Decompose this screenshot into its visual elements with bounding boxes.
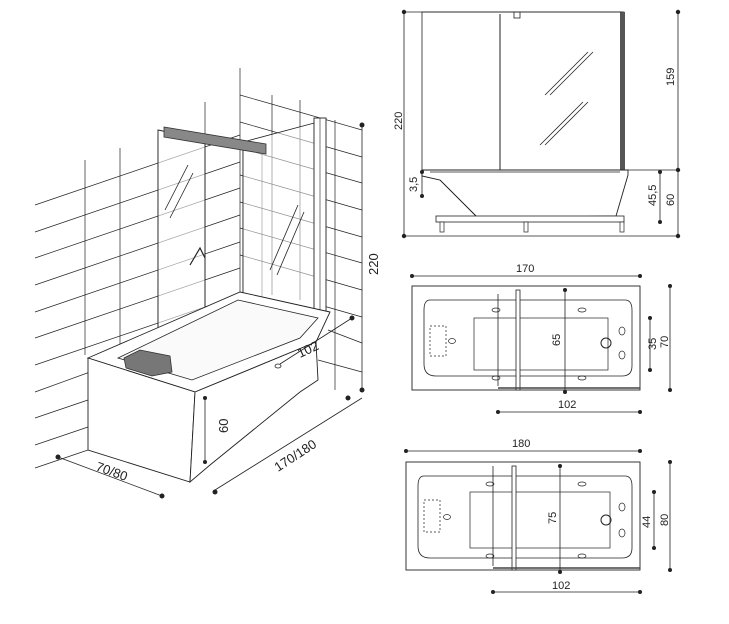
top-view-170: 170 65 35 70 102 xyxy=(410,263,672,414)
bathtub xyxy=(86,291,331,484)
top170-inner-width: 35 xyxy=(647,338,659,350)
perspective-width-label: 70/80 xyxy=(94,459,130,484)
side-tub-height: 60 xyxy=(665,194,677,206)
side-glass-height: 159 xyxy=(665,68,677,86)
top180-outer-width: 80 xyxy=(659,514,671,526)
shower-screen xyxy=(157,117,327,361)
top170-panel: 102 xyxy=(558,399,576,411)
side-height-total: 220 xyxy=(393,112,405,130)
side-rim-label: 3,5 xyxy=(408,177,420,192)
top170-inner-depth: 65 xyxy=(551,334,563,346)
perspective-length-label: 170/180 xyxy=(271,436,319,474)
side-view: 220 159 3,5 60 45,5 xyxy=(393,9,681,239)
top180-length: 180 xyxy=(512,438,530,450)
top180-inner-width: 44 xyxy=(641,516,653,528)
perspective-dimensions xyxy=(55,122,365,499)
top180-inner-depth: 75 xyxy=(547,512,559,524)
side-inner-height: 45,5 xyxy=(647,185,659,206)
perspective-view: 220 102 60 70/80 170/180 xyxy=(34,68,381,499)
perspective-front-height-label: 60 xyxy=(216,419,231,433)
top180-panel: 102 xyxy=(552,580,570,592)
top-view-180: 180 75 44 80 102 xyxy=(404,438,672,594)
perspective-height-label: 220 xyxy=(366,253,381,275)
top170-outer-width: 70 xyxy=(659,336,671,348)
top170-length: 170 xyxy=(516,263,534,275)
